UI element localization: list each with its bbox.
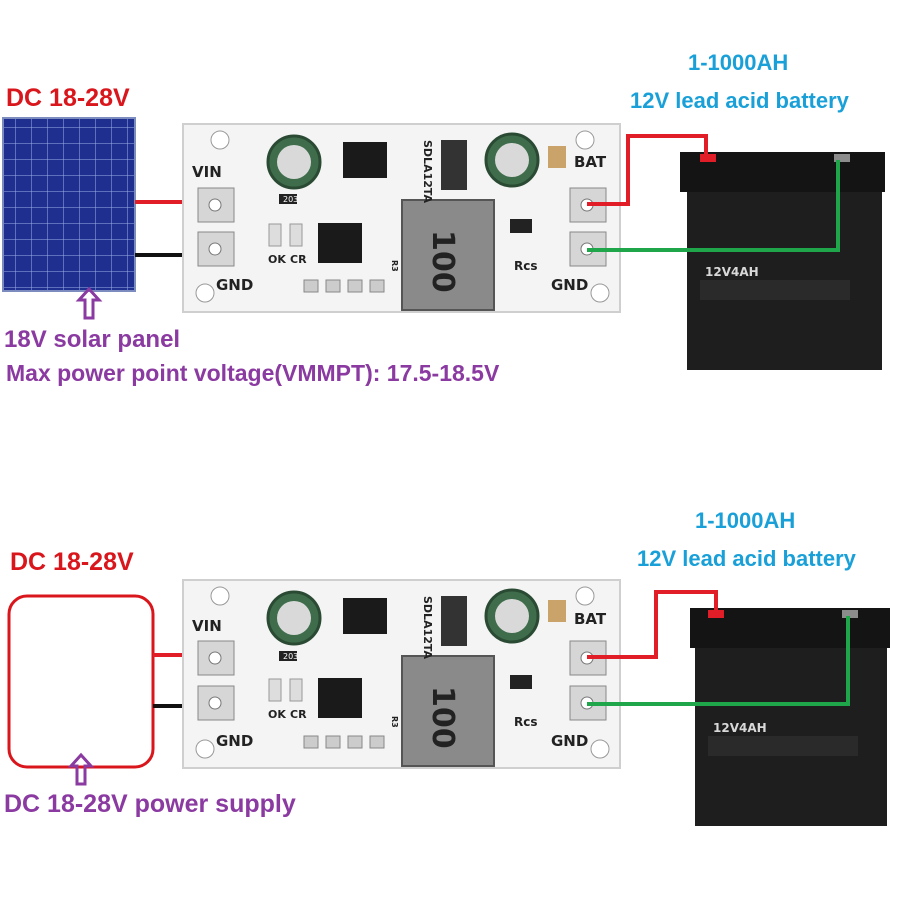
bottom-input-voltage-label: DC 18-28V [10,548,134,576]
top-battery-type-label: 12V lead acid battery [630,88,849,113]
top-gnd-label: GND [216,276,253,294]
bottom-battery [690,608,890,826]
top-bat-gnd-label: GND [551,276,588,294]
bottom-rcs-label: Rcs [514,715,538,729]
bottom-mppt-board [182,579,621,769]
top-rcs-label: Rcs [514,259,538,273]
top-chip-marking: SDLA12TA [421,140,434,204]
top-small-marking: 203 [283,195,298,204]
top-battery [680,152,885,370]
top-mppt-label: Max power point voltage(VMMPT): 17.5-18.… [6,360,500,386]
bottom-battery-capacity-label: 1-1000AH [695,508,796,533]
top-ok-label: OK [268,253,286,266]
bottom-source-label: DC 18-28V power supply [4,790,296,818]
bottom-battery-positive-wire [587,590,718,659]
bottom-gnd-label: GND [216,732,253,750]
bottom-battery-model-label: 12V4AH [713,721,767,735]
top-battery-positive-wire [587,134,708,206]
bottom-battery-type-label: 12V lead acid battery [637,546,856,571]
bottom-ok-label: OK [268,708,286,721]
bottom-inductor-marking: 100 [425,686,460,749]
top-source-label: 18V solar panel [4,326,181,353]
solar-panel [2,117,136,292]
bottom-battery-negative-wire [587,616,850,706]
top-up-arrow-icon [75,286,103,320]
top-resistor-marking: R3 [390,260,399,272]
top-cr-label: CR [290,253,307,266]
top-inductor-marking: 100 [425,230,460,293]
power-supply-box [7,594,155,769]
top-battery-negative-wire [587,160,840,252]
bottom-chip-marking: SDLA12TA [421,596,434,660]
bottom-up-arrow-icon [67,752,95,786]
top-battery-model-label: 12V4AH [705,265,759,279]
top-input-voltage-label: DC 18-28V [6,84,130,112]
top-bat-label: BAT [574,153,607,171]
top-vin-label: VIN [192,163,222,181]
bottom-bat-gnd-label: GND [551,732,588,750]
bottom-resistor-marking: R3 [390,716,399,728]
bottom-vin-label: VIN [192,617,222,635]
bottom-bat-label: BAT [574,610,607,628]
bottom-cr-label: CR [290,708,307,721]
top-battery-capacity-label: 1-1000AH [688,50,789,75]
bottom-small-marking: 203 [283,652,298,661]
top-mppt-board [182,123,621,313]
